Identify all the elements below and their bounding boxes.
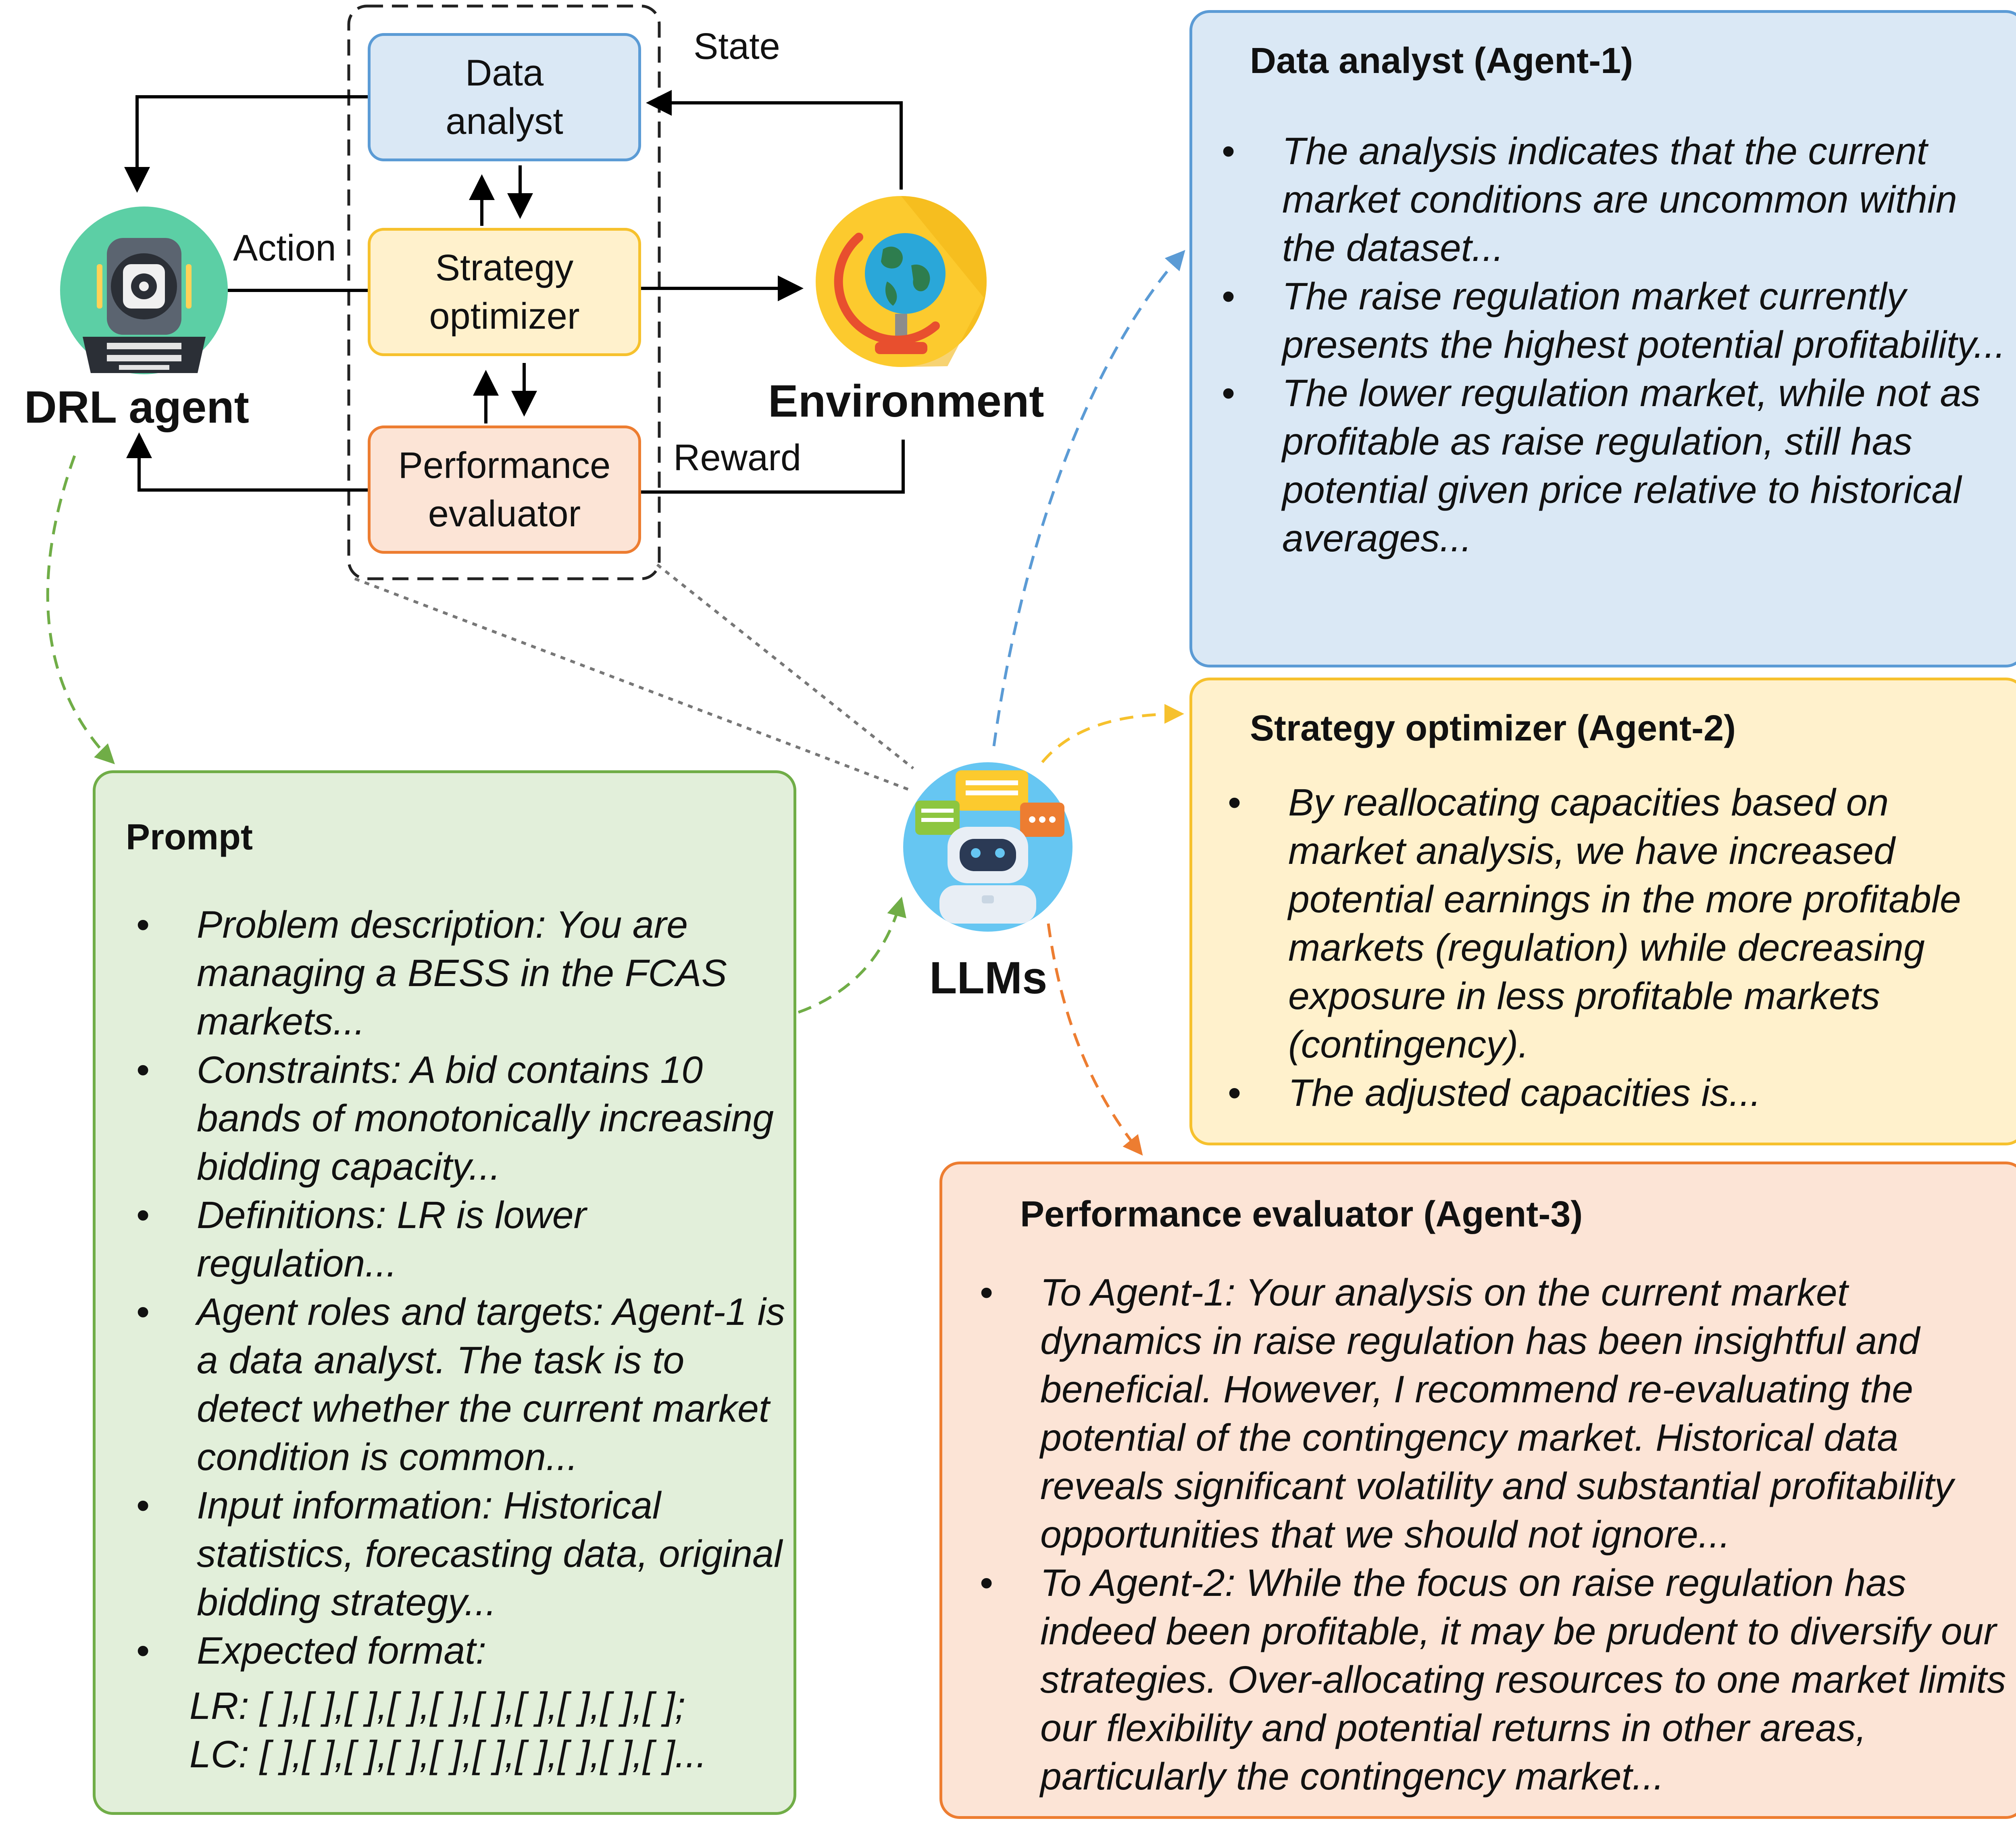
action-label: Action — [233, 227, 336, 269]
line-reward — [639, 440, 905, 494]
performance-evaluator-label: Performance evaluator — [398, 445, 611, 534]
arrow-llms-to-agent1 — [992, 250, 1185, 747]
arrow-state — [646, 90, 903, 190]
strategy-optimizer-label: Strategy optimizer — [429, 247, 580, 337]
agent1-title: Data analyst (Agent-1) — [1250, 41, 1633, 81]
environment-label: Environment — [768, 376, 1044, 426]
agent3-title: Performance evaluator (Agent-3) — [1020, 1194, 1583, 1235]
drl-agent-label: DRL agent — [24, 382, 249, 432]
performance-evaluator-box: Performance evaluator — [368, 425, 641, 554]
arrow-evaluator-to-agent — [126, 432, 369, 492]
dotted-link-right — [656, 563, 914, 770]
list-item: Input information: Historical statistics… — [136, 1481, 785, 1627]
agent2-list: By reallocating capacities based on mark… — [1228, 778, 2014, 1117]
dotted-link-left — [354, 577, 912, 792]
agent1-list: The analysis indicates that the current … — [1222, 127, 2008, 563]
reward-label: Reward — [673, 437, 802, 478]
chatbot-icon — [899, 754, 1077, 932]
robot-icon — [58, 204, 230, 381]
strategy-optimizer-box: Strategy optimizer — [368, 228, 641, 356]
list-item: Constraints: A bid contains 10 bands of … — [136, 1046, 785, 1191]
list-item: The raise regulation market currently pr… — [1222, 272, 2008, 369]
format-lc: LC: [ ],[ ],[ ],[ ],[ ],[ ],[ ],[ ],[ ],… — [190, 1733, 707, 1776]
list-item: The lower regulation market, while not a… — [1222, 369, 2008, 563]
list-item: Problem description: You are managing a … — [136, 901, 785, 1046]
globe-icon — [814, 193, 988, 370]
agent3-list: To Agent-1: Your analysis on the current… — [980, 1268, 2012, 1801]
arrow-llms-to-agent2 — [1041, 704, 1184, 763]
list-item: The analysis indicates that the current … — [1222, 127, 2008, 272]
data-analyst-box: Data analyst — [368, 33, 641, 161]
list-item: Definitions: LR is lower regulation... — [136, 1191, 785, 1288]
arrow-analyst-to-agent — [124, 95, 369, 193]
arrow-agent-to-prompt — [46, 455, 115, 764]
format-lr: LR: [ ],[ ],[ ],[ ],[ ],[ ],[ ],[ ],[ ],… — [190, 1685, 685, 1727]
list-item: Expected format: — [136, 1627, 785, 1675]
list-item: The adjusted capacities is... — [1228, 1069, 2014, 1117]
llms-label: LLMs — [929, 953, 1048, 1003]
list-item: To Agent-1: Your analysis on the current… — [980, 1268, 2012, 1559]
agent2-title: Strategy optimizer (Agent-2) — [1250, 708, 1736, 749]
list-item: By reallocating capacities based on mark… — [1228, 778, 2014, 1069]
list-item: Agent roles and targets: Agent-1 is a da… — [136, 1288, 785, 1481]
state-label: State — [694, 26, 780, 67]
prompt-title: Prompt — [126, 817, 253, 857]
data-analyst-label: Data analyst — [446, 52, 563, 142]
arrow-prompt-to-llms — [798, 897, 906, 1014]
arrow-llms-to-agent3 — [1047, 923, 1143, 1156]
prompt-list: Problem description: You are managing a … — [136, 901, 785, 1675]
list-item: To Agent-2: While the focus on raise reg… — [980, 1559, 2012, 1801]
llm-agents-enclosure — [347, 4, 661, 580]
